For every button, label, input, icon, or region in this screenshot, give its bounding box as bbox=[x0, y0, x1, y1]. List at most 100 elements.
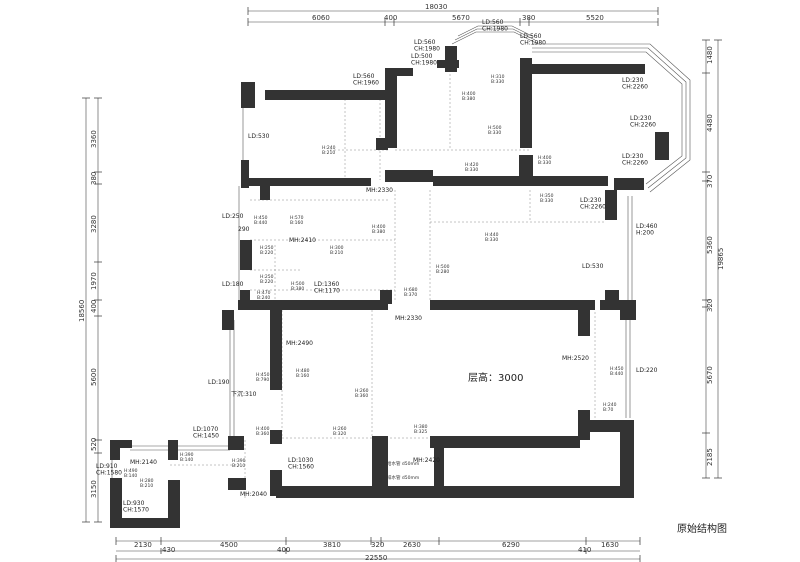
right-dim-6: 5670 bbox=[706, 366, 714, 384]
bottom-dim-8: 430 bbox=[162, 546, 175, 554]
bottom-dim-9: 400 bbox=[277, 546, 290, 554]
label-mh2040: MH:2040 bbox=[240, 491, 267, 498]
right-dim-7: 2185 bbox=[706, 448, 714, 466]
right-dim-3: 370 bbox=[706, 175, 714, 188]
left-dim-4: 1970 bbox=[90, 272, 98, 290]
top-dim-3: 5670 bbox=[452, 14, 470, 22]
right-dim-2: 4480 bbox=[706, 114, 714, 132]
label-ld180: LD:180 bbox=[222, 281, 244, 288]
pipe-label-1: 给水管 d50mm bbox=[387, 460, 419, 467]
left-dim-7: 520 bbox=[90, 438, 98, 451]
label-mh2490: MH:2490 bbox=[286, 340, 313, 347]
bottom-dim-7: 1630 bbox=[601, 541, 619, 549]
walls bbox=[110, 46, 669, 528]
bottom-dim-5: 2630 bbox=[403, 541, 421, 549]
left-dim-8: 3150 bbox=[90, 480, 98, 498]
window-lines bbox=[111, 25, 691, 518]
right-total-dim: 19865 bbox=[717, 248, 725, 270]
right-dim-5: 320 bbox=[706, 299, 714, 312]
pipe-icon bbox=[378, 464, 382, 468]
label-mh2410: MH:2410 bbox=[289, 237, 316, 244]
bottom-dim-6: 6290 bbox=[502, 541, 520, 549]
left-dim-5: 400 bbox=[90, 300, 98, 313]
left-dimensions: 18560 3360 380 3280 1970 400 5600 520 31… bbox=[78, 97, 102, 523]
bottom-dim-10: 410 bbox=[578, 546, 591, 554]
bottom-dim-2: 4500 bbox=[220, 541, 238, 549]
ceiling-height-label: 层高：3000 bbox=[468, 371, 523, 384]
left-dim-6: 5600 bbox=[90, 368, 98, 386]
top-dim-2: 400 bbox=[384, 14, 397, 22]
caption: 原始结构图 bbox=[677, 522, 727, 535]
bottom-dimensions: 2130 4500 3810 320 2630 6290 1630 430 40… bbox=[115, 537, 641, 562]
label-ld530-b: LD:530 bbox=[582, 263, 604, 270]
top-total-dim: 18030 bbox=[425, 3, 447, 11]
label-mh2140: MH:2140 bbox=[130, 459, 157, 466]
top-dimensions: 18030 6060 400 5670 380 5520 bbox=[247, 3, 659, 26]
right-dim-4: 5360 bbox=[706, 236, 714, 254]
label-xia310: 下沉:310 bbox=[231, 390, 257, 398]
right-dim-1: 1480 bbox=[706, 46, 714, 64]
label-mh2330-b: MH:2330 bbox=[395, 315, 422, 322]
label-ld190: LD:190 bbox=[208, 379, 230, 386]
pipe-icon bbox=[378, 478, 382, 482]
pipes: 给水管 d50mm 排水管 d50mm bbox=[378, 460, 419, 482]
left-total-dim: 18560 bbox=[78, 300, 86, 322]
top-dim-4: 380 bbox=[522, 14, 535, 22]
label-ld250: LD:250 bbox=[222, 213, 244, 220]
bottom-dim-3: 3810 bbox=[323, 541, 341, 549]
bottom-total-dim: 22550 bbox=[365, 554, 387, 562]
top-dim-1: 6060 bbox=[312, 14, 330, 22]
right-dimensions: 1480 4480 370 5360 320 5670 2185 19865 bbox=[702, 39, 725, 479]
label-ld220: LD:220 bbox=[636, 367, 658, 374]
left-dim-3: 3280 bbox=[90, 215, 98, 233]
bottom-dim-1: 2130 bbox=[134, 541, 152, 549]
label-mh2420: MH:2420 bbox=[413, 457, 440, 464]
label-mh2330-a: MH:2330 bbox=[366, 187, 393, 194]
left-dim-1: 3360 bbox=[90, 130, 98, 148]
top-dim-5: 5520 bbox=[586, 14, 604, 22]
pipe-label-2: 排水管 d50mm bbox=[387, 474, 419, 481]
